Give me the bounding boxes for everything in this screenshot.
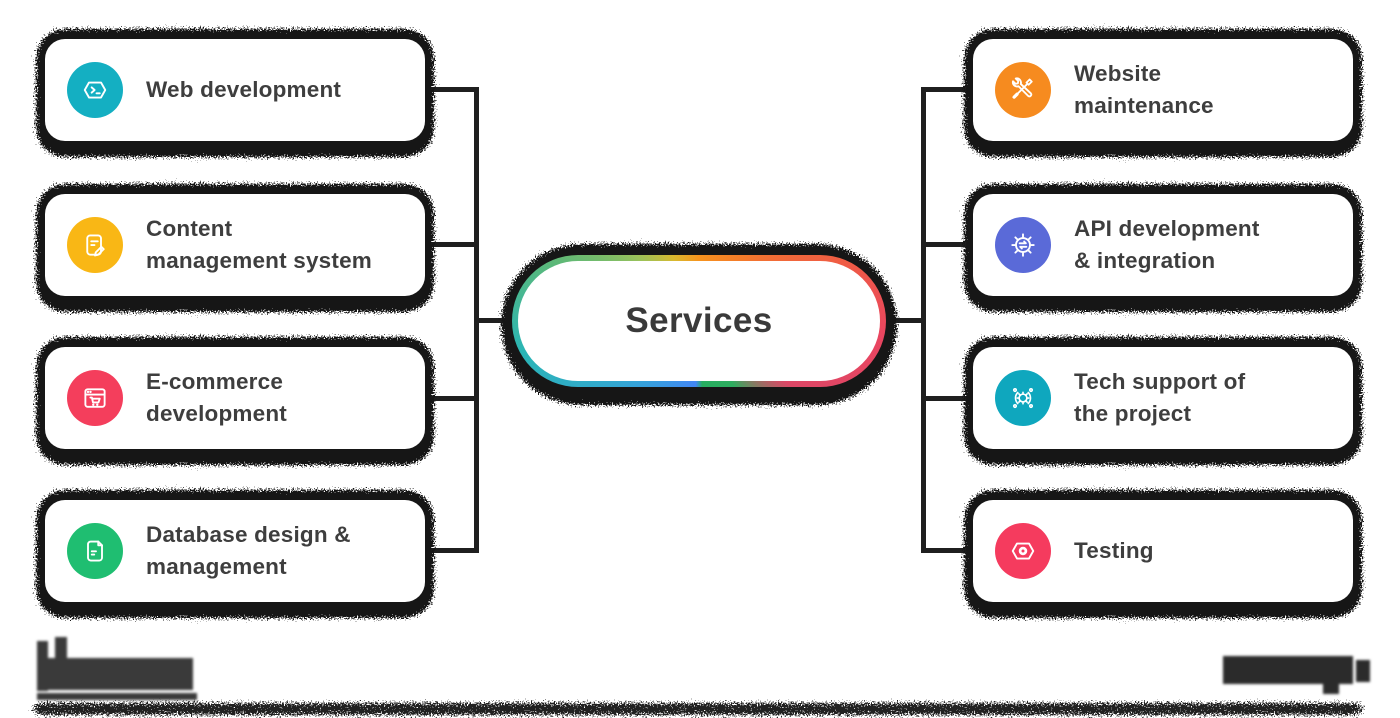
bottom-left-logo-wordmark bbox=[25, 635, 205, 705]
label-line: Content bbox=[146, 216, 233, 242]
service-card-website-maintenance: Website maintenance bbox=[964, 29, 1362, 157]
service-card-ecommerce-development: E-commerce development bbox=[36, 337, 434, 465]
connector-left-stub-2 bbox=[424, 242, 479, 247]
label-line: E-commerce bbox=[146, 369, 284, 395]
service-card-testing: Testing bbox=[964, 490, 1362, 618]
card-label: E-commerce development bbox=[146, 366, 287, 430]
connector-left-stub-4 bbox=[424, 548, 479, 553]
card-label: Tech support of the project bbox=[1074, 366, 1245, 430]
gear-network-icon bbox=[995, 370, 1051, 426]
connector-right-center-link bbox=[884, 318, 923, 323]
service-card-api-development-integration: API development & integration bbox=[964, 184, 1362, 312]
connector-left-trunk bbox=[474, 88, 479, 553]
label-line: development bbox=[146, 401, 287, 426]
service-card-content-management-system: Content management system bbox=[36, 184, 434, 312]
label-line: management bbox=[146, 554, 287, 579]
connector-right-stub-3 bbox=[921, 396, 976, 401]
service-card-tech-support-project: Tech support of the project bbox=[964, 337, 1362, 465]
connector-left-stub-1 bbox=[424, 87, 479, 92]
tools-icon bbox=[995, 62, 1051, 118]
pill-gradient-border: Services bbox=[512, 255, 886, 387]
label-line: the project bbox=[1074, 401, 1192, 426]
label-line: & integration bbox=[1074, 248, 1216, 273]
label-line: Testing bbox=[1074, 538, 1154, 564]
terminal-hexagon-icon bbox=[67, 62, 123, 118]
card-label: Website maintenance bbox=[1074, 58, 1214, 122]
center-node-label: Services bbox=[625, 301, 773, 340]
service-card-database-design-management: Database design & management bbox=[36, 490, 434, 618]
card-label: Testing bbox=[1074, 535, 1154, 567]
connector-left-center-link bbox=[477, 318, 514, 323]
label-line: Web development bbox=[146, 77, 342, 103]
label-line: maintenance bbox=[1074, 93, 1214, 118]
center-node-services: Services bbox=[501, 244, 897, 405]
connector-right-stub-4 bbox=[921, 548, 976, 553]
document-edit-icon bbox=[67, 217, 123, 273]
connector-right-stub-1 bbox=[921, 87, 976, 92]
service-card-web-development: Web development bbox=[36, 29, 434, 157]
label-line: API development bbox=[1074, 216, 1260, 242]
gear-sync-icon bbox=[995, 217, 1051, 273]
card-label: API development & integration bbox=[1074, 213, 1260, 277]
label-line: management system bbox=[146, 248, 372, 273]
card-label: Web development bbox=[146, 74, 341, 106]
label-line: Tech support of bbox=[1074, 369, 1246, 395]
connector-left-stub-3 bbox=[424, 396, 479, 401]
hexagon-target-icon bbox=[995, 523, 1051, 579]
label-line: Website bbox=[1074, 61, 1162, 87]
connector-right-stub-2 bbox=[921, 242, 976, 247]
bottom-right-watermark bbox=[1223, 650, 1373, 698]
connector-right-trunk bbox=[921, 88, 926, 553]
label-line: Database design & bbox=[146, 522, 351, 548]
card-label: Content management system bbox=[146, 213, 372, 277]
browser-cart-icon bbox=[67, 370, 123, 426]
bottom-speckle-band bbox=[30, 703, 1366, 715]
card-label: Database design & management bbox=[146, 519, 351, 583]
file-lines-icon bbox=[67, 523, 123, 579]
